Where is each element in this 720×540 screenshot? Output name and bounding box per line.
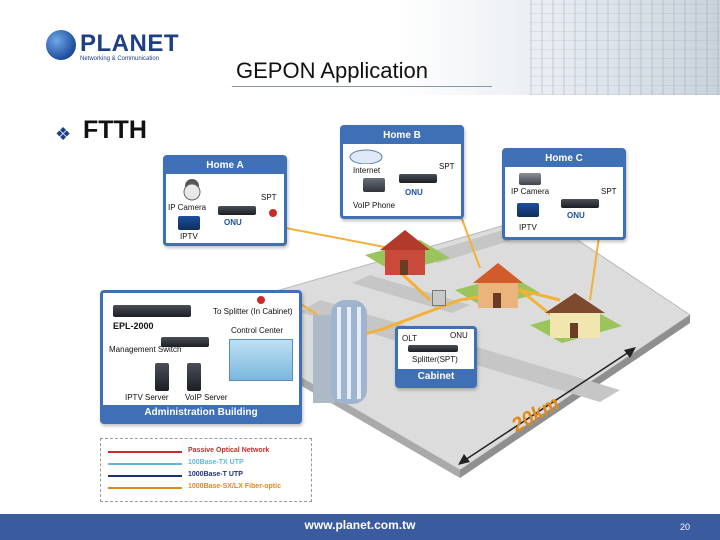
home-b-onu-device xyxy=(399,174,437,183)
management-switch-device xyxy=(161,337,209,347)
distance-arrowhead-right xyxy=(624,347,636,358)
home-b-onu-label: ONU xyxy=(405,188,423,197)
title-underline xyxy=(232,86,492,87)
cabinet-card: OLT ONU Splitter(SPT) Cabinet xyxy=(395,326,477,388)
server-rack-background xyxy=(530,0,720,95)
home-b-spt-label: SPT xyxy=(439,162,455,171)
footer-bar xyxy=(0,514,720,540)
home-a-onu-label: ONU xyxy=(224,218,242,227)
legend-label-3: 1000Base-SX/LX Fiber-optic xyxy=(188,483,281,490)
to-splitter-label: To Splitter (In Cabinet) xyxy=(213,307,293,316)
home-a-iptv-label: IPTV xyxy=(180,232,198,241)
epl-2000-device xyxy=(113,305,191,317)
epl-2000-label: EPL-2000 xyxy=(113,321,154,331)
home-a-card: Home A IP Camera IPTV ONU SPT xyxy=(163,155,287,246)
home-c-iptv-label: IPTV xyxy=(519,223,537,232)
planet-globe-icon xyxy=(46,30,76,60)
admin-pon-port xyxy=(256,295,266,305)
iptv-server-device xyxy=(155,363,169,391)
bullet-ftth: FTTH xyxy=(83,116,147,144)
legend-label-2: 1000Base-T UTP xyxy=(188,471,243,478)
logo-text: PLANET xyxy=(80,30,179,57)
iptv-server-label: IPTV Server xyxy=(125,393,169,402)
street-cabinet xyxy=(432,290,446,306)
home-c-camera-label: IP Camera xyxy=(511,187,550,196)
cabinet-splitter-device xyxy=(408,345,458,352)
admin-building-title: Administration Building xyxy=(103,405,299,421)
home-a-title: Home A xyxy=(166,158,284,174)
legend-box xyxy=(100,438,312,502)
admin-building-card: To Splitter (In Cabinet) EPL-2000 Contro… xyxy=(100,290,302,424)
distance-arrow xyxy=(461,349,633,463)
iptv-icon xyxy=(178,216,200,230)
ip-camera-icon xyxy=(183,179,201,201)
home-b-voip-label: VoIP Phone xyxy=(353,201,396,210)
home-a-onu-device xyxy=(218,206,256,215)
cabinet-olt-label: OLT xyxy=(402,334,417,343)
office-tower xyxy=(313,300,367,404)
home-c-onu-label: ONU xyxy=(567,211,585,220)
footer-url: www.planet.com.tw xyxy=(304,518,416,532)
link-home-c xyxy=(589,229,601,301)
internet-cloud-icon xyxy=(349,149,383,164)
ground-slab-side xyxy=(460,315,690,478)
management-switch-label: Management Switch xyxy=(109,345,182,354)
page-number: 20 xyxy=(680,522,691,532)
home-c-spt-label: SPT xyxy=(601,187,617,196)
home-c-camera-icon xyxy=(519,173,541,185)
home-c-title: Home C xyxy=(505,151,623,167)
home-b-internet-label: Internet xyxy=(353,166,381,175)
legend-label-0: Passive Optical Network xyxy=(188,447,270,454)
voip-server-device xyxy=(187,363,201,391)
fiber-path-a xyxy=(398,270,432,302)
legend-lines xyxy=(108,451,182,489)
house-b xyxy=(473,263,523,308)
control-center-image xyxy=(229,339,293,381)
home-c-card: Home C IP Camera IPTV ONU SPT xyxy=(502,148,626,240)
diamond-bullet-icon: ❖ xyxy=(55,124,72,144)
home-a-spt-label: SPT xyxy=(261,193,277,202)
home-b-title: Home B xyxy=(343,128,461,144)
house-a xyxy=(380,230,430,275)
legend-label-1: 100Base-TX UTP xyxy=(188,459,244,466)
link-home-a xyxy=(269,224,401,251)
voip-phone-icon xyxy=(363,178,385,192)
distance-arrowhead-left xyxy=(458,454,470,465)
planet-logo: PLANET Networking & Communication xyxy=(46,30,179,66)
header-band xyxy=(0,0,720,95)
control-center-label: Control Center xyxy=(231,326,284,335)
slide-title: GEPON Application xyxy=(236,58,428,83)
logo-subtitle: Networking & Communication xyxy=(80,56,160,62)
voip-server-label: VoIP Server xyxy=(185,393,228,402)
house-c xyxy=(545,293,605,338)
cabinet-onu-label: ONU xyxy=(450,331,468,340)
home-c-iptv-icon xyxy=(517,203,539,217)
cabinet-splitter-label: Splitter(SPT) xyxy=(412,355,458,364)
home-a-pon-port xyxy=(268,208,278,218)
home-b-card: Home B Internet VoIP Phone ONU SPT xyxy=(340,125,464,219)
cabinet-title: Cabinet xyxy=(398,369,474,385)
home-c-onu-device xyxy=(561,199,599,208)
home-a-camera-label: IP Camera xyxy=(168,203,207,212)
